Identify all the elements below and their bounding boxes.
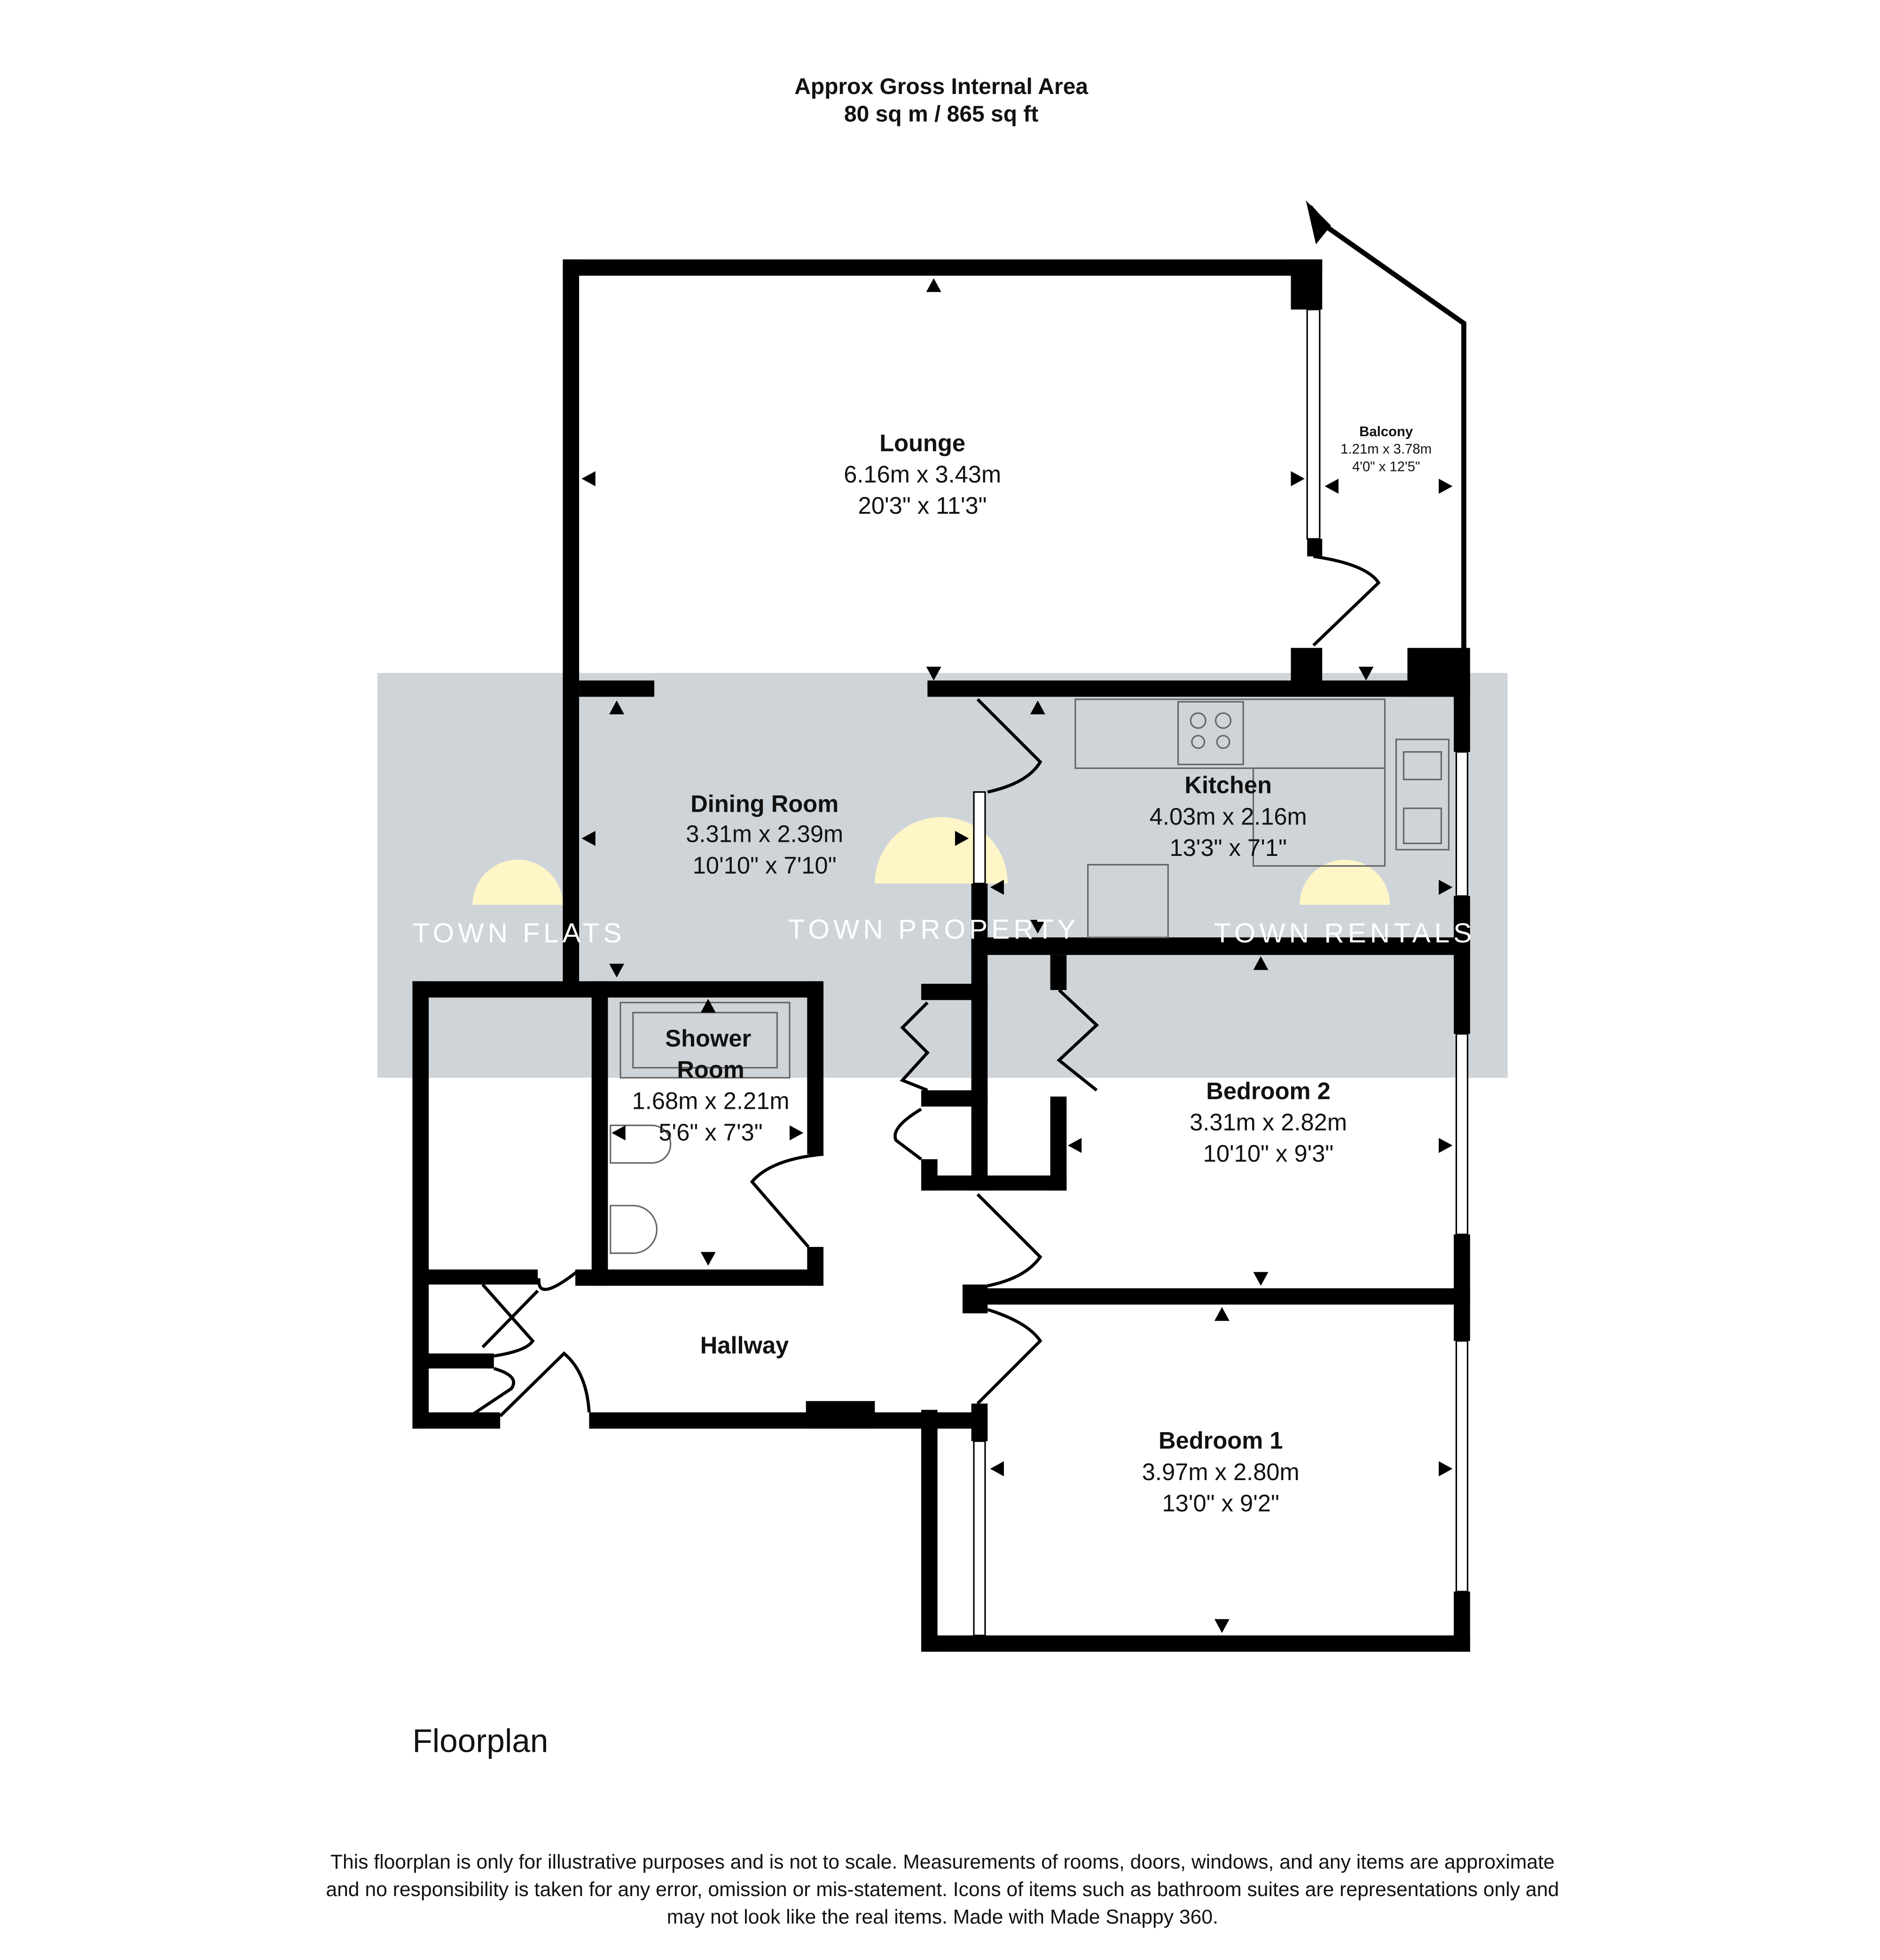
bedroom1-imperial: 13'0" x 9'2" [1162,1490,1279,1516]
kitchen-worktop [1074,698,1386,769]
area-value: 80 sq m / 865 sq ft [844,102,1038,127]
sink-icon [1395,738,1450,851]
dining-name: Dining Room [690,791,838,817]
shower-name-2: Room [677,1056,744,1083]
dining-metric: 3.31m x 2.39m [686,821,843,847]
watermark-town-flats: TOWN FLATS [413,918,625,949]
bedroom1-metric: 3.97m x 2.80m [1142,1458,1300,1485]
basin-icon [610,1205,658,1254]
shower-imperial: 5'6" x 7'3" [658,1119,762,1145]
bedroom2-name: Bedroom 2 [1206,1077,1331,1104]
lounge-name: Lounge [879,430,965,456]
bedroom2-metric: 3.31m x 2.82m [1190,1109,1347,1136]
disclaimer: This floorplan is only for illustrative … [326,1850,1559,1928]
shower-metric: 1.68m x 2.21m [632,1088,790,1114]
kitchen-name: Kitchen [1184,772,1272,799]
doors [469,555,1381,1418]
shower-tray-icon [619,1002,791,1079]
fittings [610,698,1450,1254]
disclaimer-line-3: may not look like the real items. Made w… [667,1906,1218,1929]
logo-icon-left [472,860,563,905]
hallway-name: Hallway [700,1332,789,1359]
lounge-imperial: 20'3" x 11'3" [858,492,987,519]
balcony-name: Balcony [1359,424,1413,439]
disclaimer-line-1: This floorplan is only for illustrative … [330,1850,1555,1873]
watermark-town-rentals: TOWN RENTALS [1214,918,1475,949]
bedroom1-name: Bedroom 1 [1159,1427,1283,1454]
kitchen-imperial: 13'3" x 7'1" [1169,834,1287,861]
appliance-icon [1087,864,1169,938]
dining-imperial: 10'10" x 7'10" [693,852,837,878]
shower-name-1: Shower [665,1025,751,1051]
balcony-metric: 1.21m x 3.78m [1340,441,1432,457]
toilet-icon [610,1124,672,1164]
walls [412,200,1470,1652]
room-labels: Lounge 6.16m x 3.43m 20'3" x 11'3" Balco… [632,424,1432,1517]
dimension-arrows [581,278,1453,1633]
floor-label: Floorplan [413,1722,548,1759]
kitchen-metric: 4.03m x 2.16m [1150,803,1307,830]
bedroom2-imperial: 10'10" x 9'3" [1203,1140,1334,1167]
lounge-metric: 6.16m x 3.43m [844,461,1001,488]
balcony-imperial: 4'0" x 12'5" [1352,459,1420,475]
area-title: Approx Gross Internal Area [794,74,1088,99]
watermark-town-property: TOWN PROPERTY [788,914,1080,945]
logo-icon-right [1300,860,1390,905]
hob-icon [1177,701,1244,766]
disclaimer-line-2: and no responsibility is taken for any e… [326,1878,1559,1901]
